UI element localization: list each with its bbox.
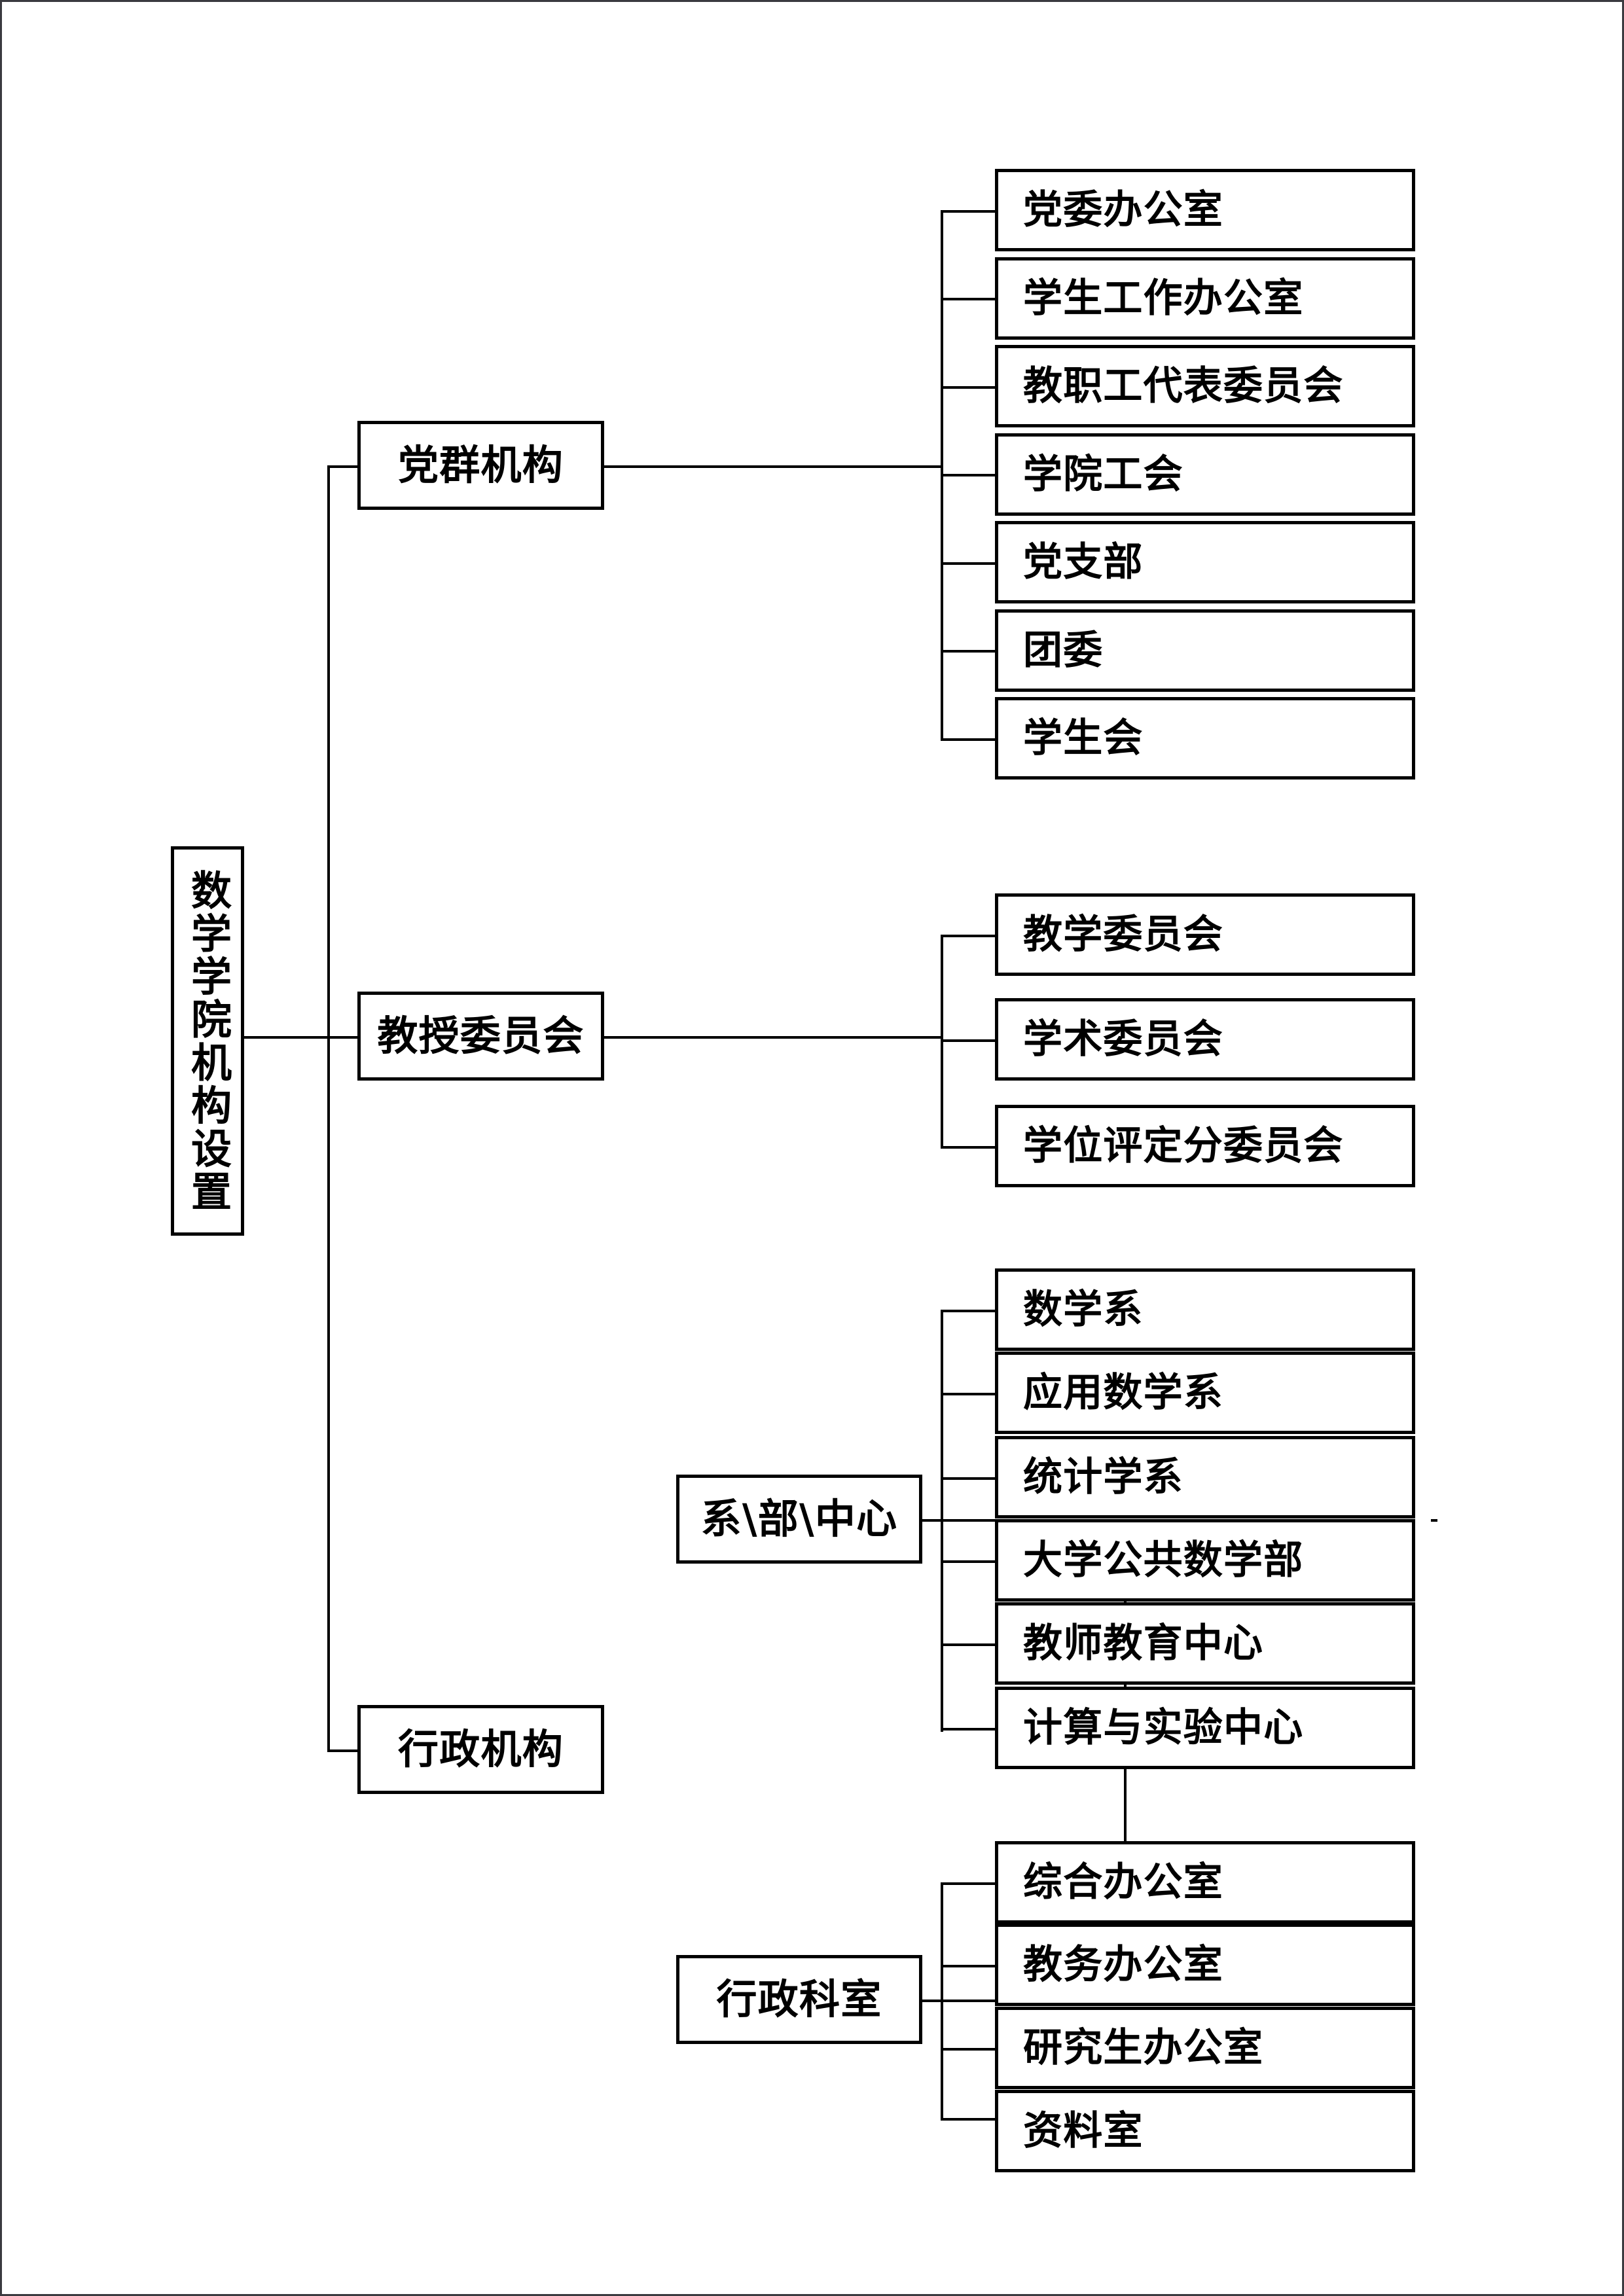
- node-administrative-offices-label: 行政科室: [716, 1975, 882, 2023]
- node-degree-evaluation-subcommittee-label: 学位评定分委员会: [1023, 1123, 1344, 1169]
- node-staff-representative-committee[interactable]: 教职工代表委员会: [995, 345, 1415, 427]
- node-graduate-office[interactable]: 研究生办公室: [995, 2007, 1415, 2089]
- node-academic-affairs-office[interactable]: 教务办公室: [995, 1924, 1415, 2006]
- connector-office-leaf-4: [941, 2118, 997, 2121]
- connector-party-leaf-7: [941, 738, 997, 741]
- connector-root-stub: [243, 1036, 330, 1039]
- connector-party-to-bus: [603, 465, 942, 468]
- node-public-mathematics-division-label: 大学公共数学部: [1023, 1537, 1304, 1583]
- connector-professor-leaf-2: [941, 1039, 997, 1042]
- node-departments-center-label: 系\部\中心: [700, 1495, 898, 1543]
- connector-dept-leaf-2: [941, 1393, 997, 1395]
- node-public-mathematics-division[interactable]: 大学公共数学部: [995, 1519, 1415, 1602]
- connector-party-leaf-5: [941, 562, 997, 565]
- connector-party-leaf-6: [941, 650, 997, 653]
- node-party-office-label: 党委办公室: [1023, 187, 1223, 233]
- node-academic-committee-label: 学术委员会: [1023, 1016, 1223, 1062]
- connector-professor-leaf-1: [941, 935, 997, 937]
- connector-office-leaf-1: [941, 1882, 997, 1885]
- node-college-union-label: 学院工会: [1023, 452, 1183, 497]
- connector-dept-leaf-3: [941, 1477, 997, 1480]
- node-mathematics-department[interactable]: 数学系: [995, 1268, 1415, 1351]
- connector-dept-leaf-6: [941, 1728, 997, 1731]
- connector-main-trunk: [327, 467, 330, 1752]
- node-applied-mathematics-department[interactable]: 应用数学系: [995, 1352, 1415, 1434]
- connector-office-leaf-3: [941, 2048, 997, 2051]
- node-graduate-office-label: 研究生办公室: [1023, 2025, 1264, 2071]
- node-departments-center[interactable]: 系\部\中心: [676, 1475, 922, 1564]
- connector-party-leaf-1: [941, 210, 997, 213]
- connector-professor-leaf-3: [941, 1146, 997, 1149]
- node-student-union[interactable]: 学生会: [995, 697, 1415, 780]
- node-youth-league-committee[interactable]: 团委: [995, 609, 1415, 692]
- node-youth-league-committee-label: 团委: [1023, 628, 1104, 673]
- node-computing-experiment-center[interactable]: 计算与实验中心: [995, 1687, 1415, 1769]
- node-teaching-committee[interactable]: 教学委员会: [995, 893, 1415, 976]
- node-administrative-offices[interactable]: 行政科室: [676, 1955, 922, 2044]
- node-professor-committee-label: 教授委员会: [377, 1012, 585, 1060]
- node-general-office-label: 综合办公室: [1023, 1859, 1223, 1905]
- node-party-organizations[interactable]: 党群机构: [357, 421, 604, 510]
- node-party-office[interactable]: 党委办公室: [995, 169, 1415, 251]
- node-mathematics-department-label: 数学系: [1023, 1287, 1144, 1333]
- node-computing-experiment-center-label: 计算与实验中心: [1023, 1705, 1304, 1751]
- node-teacher-education-center-label: 教师教育中心: [1023, 1621, 1264, 1666]
- connector-dept-leaf-5: [941, 1643, 997, 1646]
- node-professor-committee[interactable]: 教授委员会: [357, 992, 604, 1081]
- connector-party-leaf-2: [941, 298, 997, 300]
- node-college-union[interactable]: 学院工会: [995, 433, 1415, 516]
- node-reference-room[interactable]: 资料室: [995, 2090, 1415, 2172]
- node-teacher-education-center[interactable]: 教师教育中心: [995, 1602, 1415, 1685]
- node-student-affairs-office[interactable]: 学生工作办公室: [995, 257, 1415, 340]
- node-applied-mathematics-department-label: 应用数学系: [1023, 1370, 1223, 1416]
- node-academic-affairs-office-label: 教务办公室: [1023, 1942, 1223, 1988]
- connector-party-leaf-4: [941, 474, 997, 476]
- node-general-office[interactable]: 综合办公室: [995, 1841, 1415, 1924]
- node-party-branch-label: 党支部: [1023, 539, 1144, 585]
- connector-trunk-to-admin: [327, 1749, 359, 1752]
- connector-office-bus-join: [921, 2000, 997, 2002]
- connector-office-leaf-2: [941, 1965, 997, 1967]
- connector-trunk-to-party: [327, 465, 359, 468]
- node-administrative-organizations-label: 行政机构: [398, 1725, 564, 1773]
- connector-dept-bus-join: [921, 1519, 997, 1522]
- node-statistics-department[interactable]: 统计学系: [995, 1436, 1415, 1518]
- connector-dept-leaf-1: [941, 1310, 997, 1312]
- node-student-affairs-office-label: 学生工作办公室: [1023, 276, 1304, 321]
- node-root-label: 数学学院机构设置: [184, 869, 232, 1213]
- connector-professor-to-bus: [603, 1036, 942, 1039]
- node-student-union-label: 学生会: [1023, 715, 1144, 761]
- node-staff-representative-committee-label: 教职工代表委员会: [1023, 363, 1344, 409]
- node-administrative-organizations[interactable]: 行政机构: [357, 1705, 604, 1794]
- node-academic-committee[interactable]: 学术委员会: [995, 998, 1415, 1081]
- connector-trunk-to-professor: [327, 1036, 359, 1039]
- node-reference-room-label: 资料室: [1023, 2108, 1144, 2154]
- connector-dept-to-bus: [1431, 1519, 1437, 1522]
- node-root[interactable]: 数学学院机构设置: [171, 846, 244, 1236]
- node-degree-evaluation-subcommittee[interactable]: 学位评定分委员会: [995, 1105, 1415, 1187]
- node-teaching-committee-label: 教学委员会: [1023, 912, 1223, 958]
- node-party-organizations-label: 党群机构: [398, 441, 564, 489]
- connector-dept-leaf-4: [941, 1560, 997, 1563]
- node-party-branch[interactable]: 党支部: [995, 521, 1415, 603]
- connector-party-leaf-3: [941, 386, 997, 389]
- node-statistics-department-label: 统计学系: [1023, 1454, 1183, 1500]
